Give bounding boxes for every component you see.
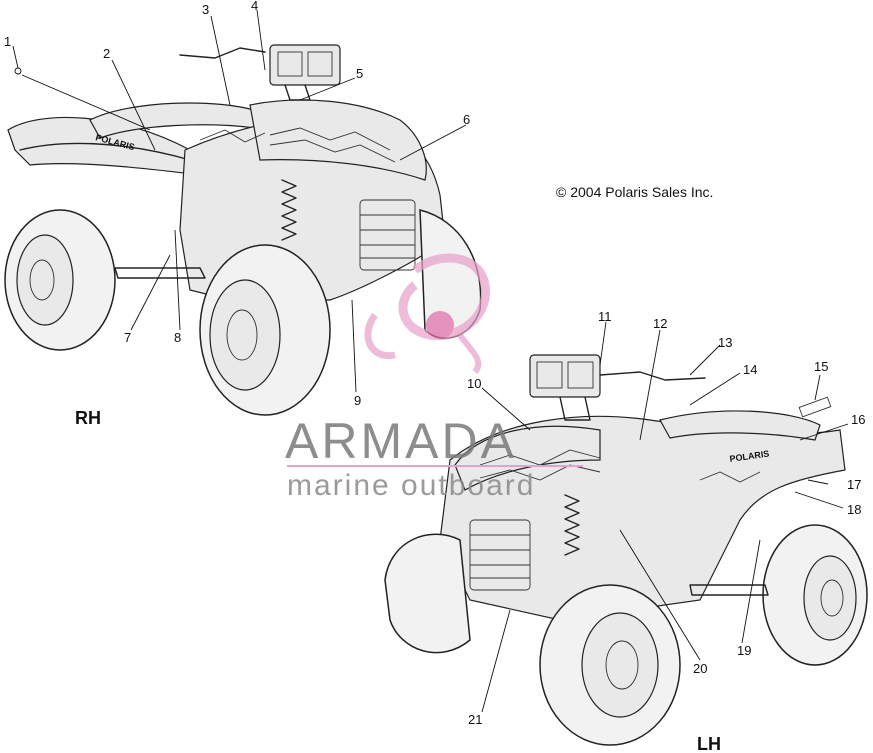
watermark-logo-icon — [364, 253, 490, 374]
watermark-divider — [287, 465, 583, 467]
callout-15: 15 — [814, 359, 828, 374]
watermark: ARMADA marine outboard — [285, 253, 583, 502]
view-label-rh: RH — [75, 408, 101, 428]
atv-left-side-view: POLARIS — [384, 354, 868, 746]
view-label-lh: LH — [697, 734, 721, 753]
callout-6: 6 — [463, 112, 470, 127]
callout-4: 4 — [251, 0, 258, 13]
leader-lines — [12, 9, 849, 713]
callout-10: 10 — [467, 376, 481, 391]
watermark-title: ARMADA — [285, 413, 517, 469]
callout-21: 21 — [468, 712, 482, 727]
callout-numbers: 1 2 3 4 5 6 7 8 9 10 11 12 13 14 15 16 1… — [4, 0, 865, 727]
callout-12: 12 — [653, 316, 667, 331]
callout-8: 8 — [174, 330, 181, 345]
callout-2: 2 — [103, 46, 110, 61]
callout-3: 3 — [202, 2, 209, 17]
atv-right-side-view: POLARIS — [4, 44, 482, 416]
callout-7: 7 — [124, 330, 131, 345]
callout-13: 13 — [718, 335, 732, 350]
callout-11: 11 — [598, 309, 612, 324]
callout-14: 14 — [743, 362, 757, 377]
watermark-subtitle: marine outboard — [287, 469, 535, 502]
callout-17: 17 — [847, 477, 861, 492]
callout-16: 16 — [851, 412, 865, 427]
callout-20: 20 — [693, 661, 707, 676]
callout-19: 19 — [737, 643, 751, 658]
callout-18: 18 — [847, 502, 861, 517]
copyright-notice: © 2004 Polaris Sales Inc. — [556, 184, 713, 200]
callout-9: 9 — [354, 393, 361, 408]
callout-5: 5 — [356, 66, 363, 81]
callout-1: 1 — [4, 34, 11, 49]
